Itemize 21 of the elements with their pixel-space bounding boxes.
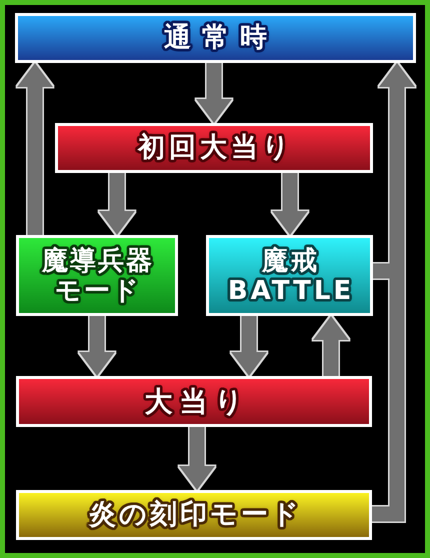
state-box [16, 235, 178, 316]
arrow [373, 63, 415, 278]
arrow [179, 427, 215, 490]
arrow [313, 316, 349, 376]
state-label: 炎の刻印モード [88, 500, 302, 530]
state-label: 魔導兵器モード [40, 246, 155, 306]
state-label: 初回大当り [136, 133, 294, 163]
state-box [16, 376, 372, 427]
arrow [196, 63, 232, 123]
arrow [79, 316, 115, 376]
state-box [206, 235, 373, 316]
state-box [55, 123, 373, 173]
state-label: 魔戒 BATTLE [226, 246, 356, 306]
state-box [15, 13, 416, 63]
arrow [17, 63, 53, 235]
arrow [99, 173, 135, 235]
state-box [16, 490, 372, 540]
arrow [231, 316, 267, 376]
state-label: 大当り [144, 386, 250, 416]
state-label: 通常時 [163, 23, 278, 53]
arrow [272, 173, 308, 235]
